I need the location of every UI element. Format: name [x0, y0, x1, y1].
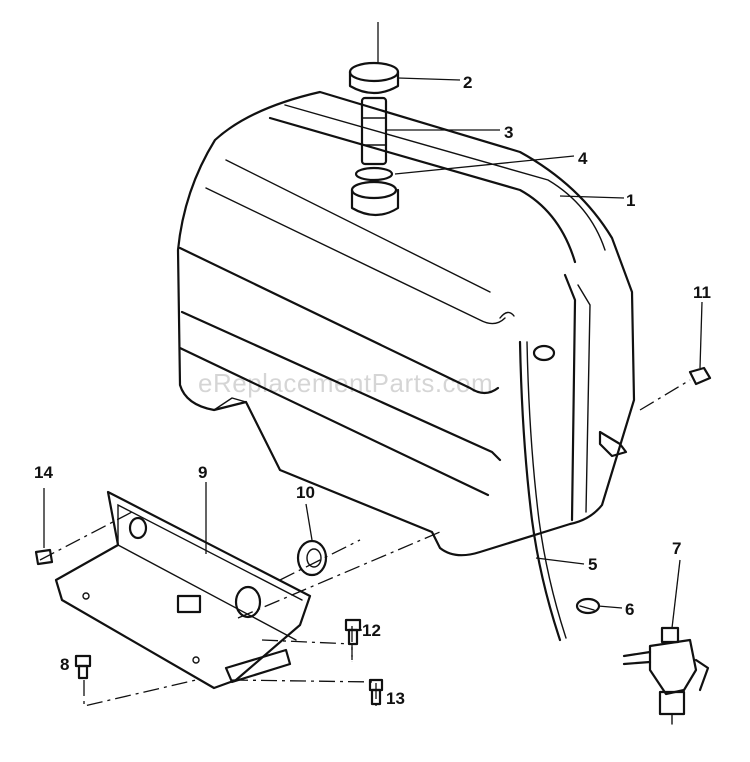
callout-labels: 2 3 4 1 11 14 9 10 5 7 6 12 8 13: [34, 73, 711, 708]
fuel-tank: [176, 90, 636, 557]
callout-9: 9: [198, 463, 207, 482]
callout-1: 1: [626, 191, 635, 210]
fuel-valve: [622, 559, 710, 725]
grommet: [296, 503, 328, 577]
callout-7: 7: [672, 539, 681, 558]
fuel-line-and-clamp: [518, 340, 601, 642]
filler-cap-assembly: [348, 22, 400, 217]
callout-10: 10: [296, 483, 315, 502]
alignment-lines: [39, 379, 691, 707]
callout-4: 4: [578, 149, 588, 168]
callout-12: 12: [362, 621, 381, 640]
leader-lines: [205, 77, 625, 631]
callout-13: 13: [386, 689, 405, 708]
callout-11: 11: [693, 283, 711, 302]
callout-2: 2: [463, 73, 472, 92]
callout-6: 6: [625, 600, 634, 619]
callout-5: 5: [588, 555, 597, 574]
screw-8: [74, 654, 92, 680]
callout-14: 14: [34, 463, 53, 482]
screw-11: [688, 301, 712, 386]
callout-8: 8: [60, 655, 69, 674]
screw-14: [34, 488, 54, 566]
callout-3: 3: [504, 123, 513, 142]
mounting-bracket: [54, 490, 312, 690]
screw-12: [344, 618, 362, 646]
watermark-text: eReplacementParts.com: [198, 368, 493, 398]
